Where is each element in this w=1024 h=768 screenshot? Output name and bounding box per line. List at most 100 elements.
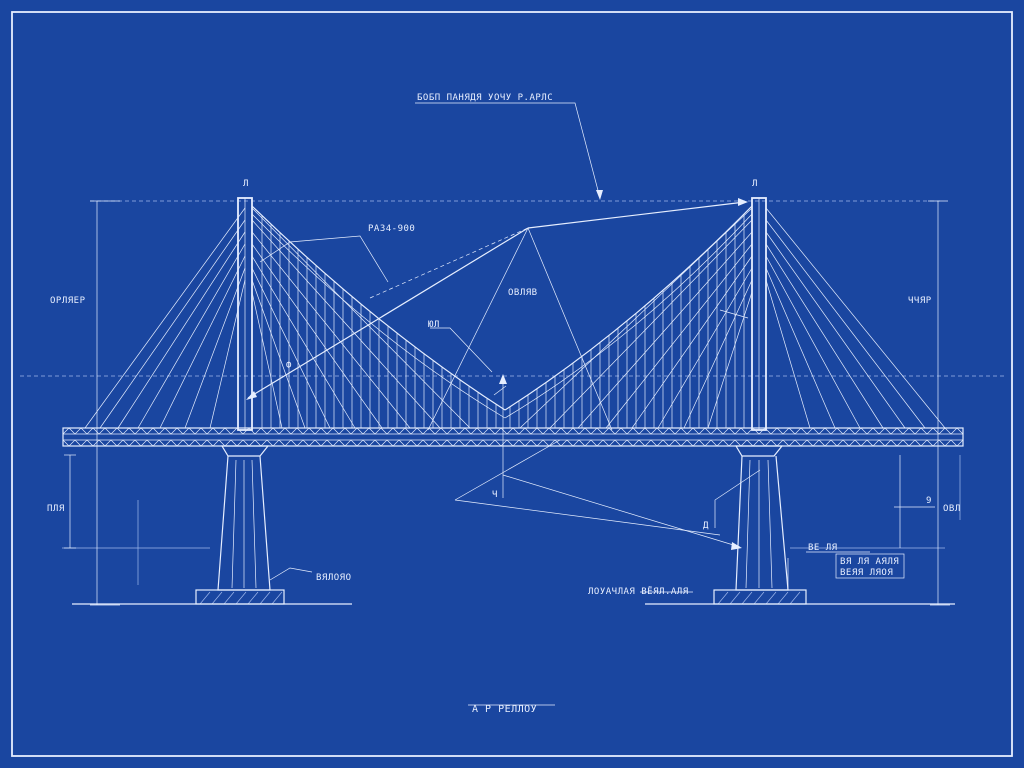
truss-member <box>434 427 448 447</box>
truss-member <box>662 427 676 447</box>
truss-member <box>410 427 424 447</box>
truss-member <box>518 427 532 447</box>
top-note: БОБП ПАНЯДЯ УОЧУ Р.АРЛС <box>417 93 553 103</box>
truss-member <box>398 427 412 447</box>
truss-member <box>254 427 268 447</box>
truss-member <box>446 427 460 447</box>
truss-member <box>578 427 592 447</box>
truss-member <box>914 427 928 447</box>
truss-member <box>218 427 232 447</box>
truss-member <box>74 427 88 447</box>
truss-member <box>902 427 916 447</box>
truss-member <box>134 427 148 447</box>
reference-lines <box>20 200 1005 549</box>
truss-member <box>182 427 196 447</box>
mid-left-note: ЮЛ <box>428 320 440 330</box>
truss-member <box>266 427 280 447</box>
right-tower-cables <box>519 207 946 429</box>
truss-member <box>110 427 124 447</box>
truss-member <box>674 427 688 447</box>
truss-member <box>542 427 556 447</box>
truss-member <box>314 427 328 447</box>
truss-member <box>338 427 352 447</box>
truss-member <box>926 427 940 447</box>
footer-title: А Р РЕЛЛОУ <box>472 704 537 715</box>
right-tower-top-label: Л <box>752 179 758 189</box>
truss-member <box>530 427 544 447</box>
truss-member <box>206 427 220 447</box>
truss-member <box>122 427 136 447</box>
truss-member <box>638 427 652 447</box>
right-box-line2: ВЕЯЯ ЛЯОЯ <box>840 568 893 578</box>
truss-member <box>350 427 364 447</box>
truss-member <box>830 427 844 447</box>
truss-member <box>62 427 76 447</box>
truss-member <box>686 427 700 447</box>
truss-member <box>782 427 796 447</box>
right-dimension <box>894 200 961 606</box>
bridge-deck <box>62 427 964 447</box>
truss-member <box>86 427 100 447</box>
truss-member <box>146 427 160 447</box>
left-tower-top-label: Л <box>243 179 249 189</box>
truss-member <box>854 427 868 447</box>
truss-member <box>290 427 304 447</box>
right-height-label: ЧЧЯР <box>908 296 932 306</box>
cable-note: РАЗ4-900 <box>368 224 415 234</box>
truss-member <box>554 427 568 447</box>
truss-member <box>614 427 628 447</box>
truss-member <box>194 427 208 447</box>
left-tower <box>72 197 352 605</box>
truss-member <box>938 427 952 447</box>
truss-member <box>734 427 748 447</box>
truss-member <box>422 427 436 447</box>
right-box-line1: ВЯ ЛЯ АЯЛЯ <box>840 557 899 567</box>
center-note: ОВЛЯВ <box>508 288 538 298</box>
truss-member <box>566 427 580 447</box>
truss-member <box>302 427 316 447</box>
base-label: ВЯЛОЯО <box>316 573 352 583</box>
truss-member <box>818 427 832 447</box>
left-small-label: ПЛЯ <box>47 504 65 514</box>
truss-member <box>602 427 616 447</box>
left-dimension <box>64 200 139 606</box>
truss-member <box>386 427 400 447</box>
truss-member <box>866 427 880 447</box>
left-tower-cables <box>84 207 471 429</box>
sheet-border <box>11 11 1013 757</box>
truss-member <box>626 427 640 447</box>
truss-member <box>470 427 484 447</box>
truss-member <box>506 427 520 447</box>
truss-member <box>698 427 712 447</box>
truss-member <box>806 427 820 447</box>
truss-member <box>278 427 292 447</box>
lower-marker-label: Ф <box>286 361 292 371</box>
truss-member <box>710 427 724 447</box>
right-dim-small-label: 9 <box>926 496 932 506</box>
center-marker-label: Ч <box>492 490 498 500</box>
truss-member <box>374 427 388 447</box>
truss-member <box>170 427 184 447</box>
truss-member <box>326 427 340 447</box>
right-small-label: ОВЛ <box>943 504 961 514</box>
truss-member <box>482 427 496 447</box>
truss-member <box>794 427 808 447</box>
box-marker-label: Д <box>703 521 709 531</box>
truss-member <box>950 427 964 447</box>
truss-member <box>158 427 172 447</box>
truss-member <box>878 427 892 447</box>
truss-member <box>650 427 664 447</box>
annotation-lines <box>246 102 905 706</box>
lower-center-label: ЛОУАЧЛАЯ ВЁЯЛ.АЛЯ <box>588 586 689 597</box>
truss-member <box>98 427 112 447</box>
hangers <box>261 214 745 428</box>
truss-member <box>770 427 784 447</box>
main-suspension-cables <box>251 205 753 419</box>
truss-member <box>362 427 376 447</box>
left-height-label: ОРЛЯЕР <box>50 296 86 306</box>
right-box-top-label: ВЕ ЛЯ <box>808 543 838 553</box>
truss-member <box>494 427 508 447</box>
truss-member <box>842 427 856 447</box>
truss-member <box>458 427 472 447</box>
